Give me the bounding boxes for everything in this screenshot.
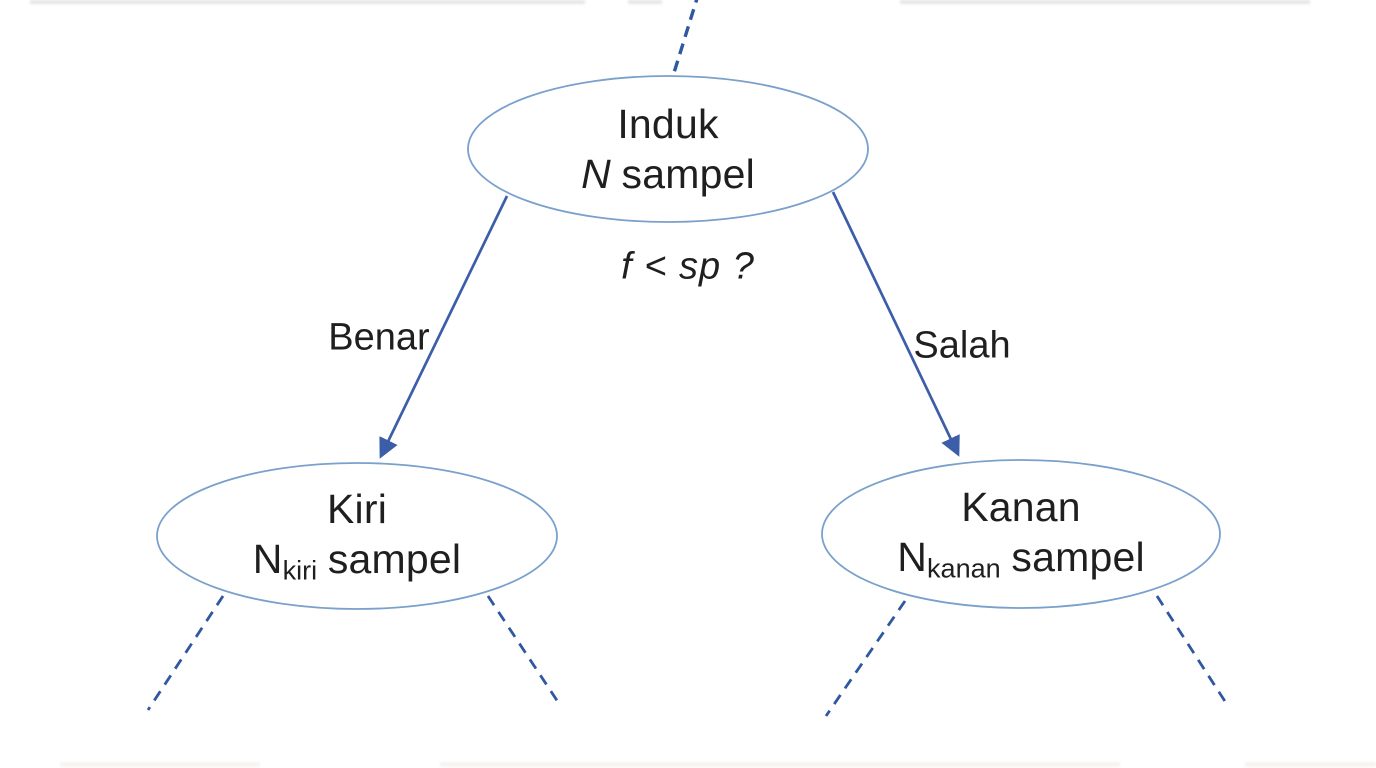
right-node-ellipse (821, 459, 1221, 609)
dashed-edge-left-child-1 (146, 595, 225, 711)
parent-count-suffix: sampel (621, 151, 755, 197)
right-node-title: Kanan (961, 484, 1081, 531)
right-node-label: Kanan Nkanan sampel (821, 463, 1221, 605)
right-n-symbol: N (897, 534, 928, 581)
left-count-suffix: sampel (327, 536, 462, 583)
split-condition-label: f < sp ? (621, 245, 755, 288)
left-node-label: Kiri Nkiri sampel (157, 465, 557, 607)
parent-n-symbol: N (581, 151, 611, 197)
left-n-symbol: N (252, 536, 283, 583)
left-n-subscript: kiri (282, 555, 318, 586)
dashed-edge-left-child-2 (486, 595, 560, 703)
parent-node-ellipse (467, 75, 869, 223)
dashed-edge-parent-incoming (671, 0, 699, 77)
dashed-edge-right-child-1 (824, 600, 907, 717)
left-node-ellipse (156, 462, 558, 610)
edge-parent-to-right-arrow (831, 191, 960, 457)
parent-node-title: Induk (617, 100, 719, 147)
dashed-edge-right-child-2 (1155, 595, 1230, 707)
right-node-count: Nkanan sampel (897, 532, 1145, 586)
right-count-suffix: sampel (1011, 534, 1145, 581)
right-n-subscript: kanan (927, 553, 1001, 584)
left-node-count: Nkiri sampel (253, 534, 461, 588)
branch-label-true: Benar (328, 316, 430, 359)
edge-parent-to-left-arrow (379, 195, 509, 459)
branch-label-false: Salah (913, 324, 1011, 367)
left-node-title: Kiri (326, 486, 388, 533)
